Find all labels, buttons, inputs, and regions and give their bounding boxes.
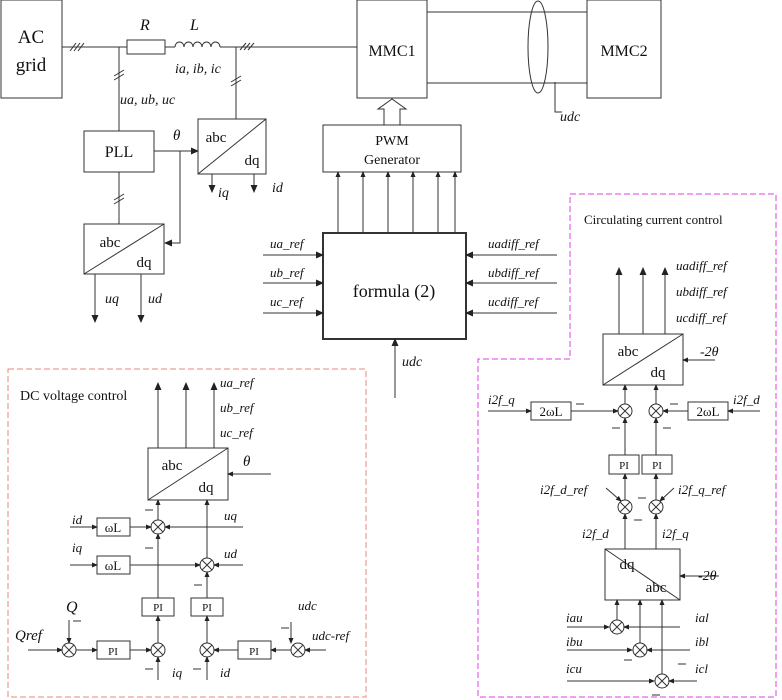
abc-label-3: abc: [162, 458, 183, 474]
pwm-label-2: Generator: [364, 153, 420, 168]
abc-label-2: abc: [100, 235, 121, 251]
pi-circ-d-label: PI: [619, 460, 629, 472]
pwm-label-1: PWM: [375, 134, 409, 149]
pi-circ-q-label: PI: [652, 460, 662, 472]
iau-label: iau: [566, 610, 583, 625]
theta-dc: θ: [243, 454, 251, 470]
ud-dc: ud: [224, 546, 238, 561]
ac-grid-label-2: grid: [16, 55, 47, 76]
mmc2-label: MMC2: [600, 43, 647, 60]
l-label: L: [189, 17, 199, 34]
udc-ref-dc: udc-ref: [312, 628, 351, 643]
i2f-d-lower: i2f_d: [582, 526, 609, 541]
i2f-q-left: i2f_q: [488, 392, 515, 407]
two-omega-l-d-label: 2ωL: [697, 404, 720, 419]
abc-label-1: abc: [206, 130, 227, 146]
uc-ref-dc: uc_ref: [220, 425, 255, 440]
ub-ref-left: ub_ref: [270, 265, 306, 280]
pi-q-label: PI: [108, 646, 118, 658]
q-label: Q: [66, 599, 78, 616]
two-omega-l-q-label: 2ωL: [540, 404, 563, 419]
pi-id-label: PI: [202, 602, 212, 614]
inductor-L: [174, 41, 221, 48]
uadiff-ref-right: uadiff_ref: [488, 236, 541, 251]
abc-label-4: abc: [618, 344, 639, 360]
abc-label-5: abc: [646, 580, 667, 596]
pwm-to-mmc-arrow: [376, 98, 408, 126]
uq-top-label: uq: [105, 292, 119, 307]
iabc-label: ia, ib, ic: [175, 62, 222, 77]
omega-l-q-label: ωL: [105, 558, 122, 573]
uabc-label: ua, ub, uc: [120, 93, 176, 108]
mmc1-block: [356, 0, 428, 99]
pi-iq-label: PI: [153, 602, 163, 614]
pi-udc-label: PI: [249, 646, 259, 658]
uq-dc: uq: [224, 508, 238, 523]
dq-label-5: dq: [620, 557, 636, 573]
resistor-R: [126, 39, 166, 55]
dq-label-2: dq: [137, 255, 153, 271]
mmc2-block: [586, 0, 662, 99]
neg-2theta-bottom: -2θ: [698, 569, 717, 584]
udc-top-label: udc: [560, 110, 581, 125]
pi-circ-d-block: [608, 454, 640, 475]
i2f-q-lower: i2f_q: [662, 526, 689, 541]
ial-label: ial: [695, 610, 709, 625]
id-dc-bottom: id: [220, 665, 231, 680]
i2f-d-right: i2f_d: [733, 392, 760, 407]
circulating-control-panel: [477, 193, 777, 698]
abc-dq-voltage-block: [83, 223, 165, 275]
id-top-label: id: [272, 181, 284, 196]
iq-dc-left: iq: [72, 540, 83, 555]
omega-l-d-label: ωL: [105, 520, 122, 535]
dc-link-probe: [527, 0, 549, 94]
i2f-d-ref: i2f_d_ref: [540, 482, 590, 497]
ac-grid-label-1: AC: [18, 27, 44, 48]
circulating-title: Circulating current control: [584, 212, 723, 227]
icu-label: icu: [566, 661, 582, 676]
ucdiff-ref-right: ucdiff_ref: [488, 294, 540, 309]
icl-label: icl: [695, 661, 708, 676]
mmc1-label: MMC1: [368, 43, 415, 60]
pi-circ-q-block: [641, 454, 673, 475]
dq-label-3: dq: [199, 480, 215, 496]
ubdiff-ref-cc: ubdiff_ref: [676, 284, 729, 299]
uadiff-ref-cc: uadiff_ref: [676, 258, 729, 273]
ibl-label: ibl: [695, 634, 709, 649]
uc-ref-left: uc_ref: [270, 294, 305, 309]
ua-ref-dc: ua_ref: [220, 375, 256, 390]
dc-voltage-control-panel: [7, 368, 367, 698]
ac-grid-block: [0, 0, 63, 99]
id-dc-left: id: [72, 512, 83, 527]
udc-dc: udc: [298, 598, 317, 613]
dq-label-4: dq: [651, 365, 667, 381]
pll-label: PLL: [105, 144, 133, 161]
iq-dc-bottom: iq: [172, 665, 183, 680]
abc-dq-current-block: [197, 118, 267, 175]
ubdiff-ref-right: ubdiff_ref: [488, 265, 541, 280]
pwm-generator-block: [322, 124, 462, 173]
dq-label-1: dq: [245, 153, 261, 169]
iq-top-label: iq: [218, 186, 229, 201]
r-label: R: [139, 17, 150, 34]
ua-ref-left: ua_ref: [270, 236, 306, 251]
formula-label: formula (2): [353, 281, 435, 302]
i2f-q-ref: i2f_q_ref: [678, 482, 728, 497]
dc-voltage-title: DC voltage control: [20, 389, 127, 404]
theta-label: θ: [173, 128, 181, 144]
ud-top-label: ud: [148, 292, 163, 307]
ub-ref-dc: ub_ref: [220, 400, 256, 415]
ucdiff-ref-cc: ucdiff_ref: [676, 310, 728, 325]
udc-formula-label: udc: [402, 355, 423, 370]
qref-label: Qref: [15, 628, 44, 644]
ibu-label: ibu: [566, 634, 583, 649]
neg-2theta-top: -2θ: [700, 345, 719, 360]
